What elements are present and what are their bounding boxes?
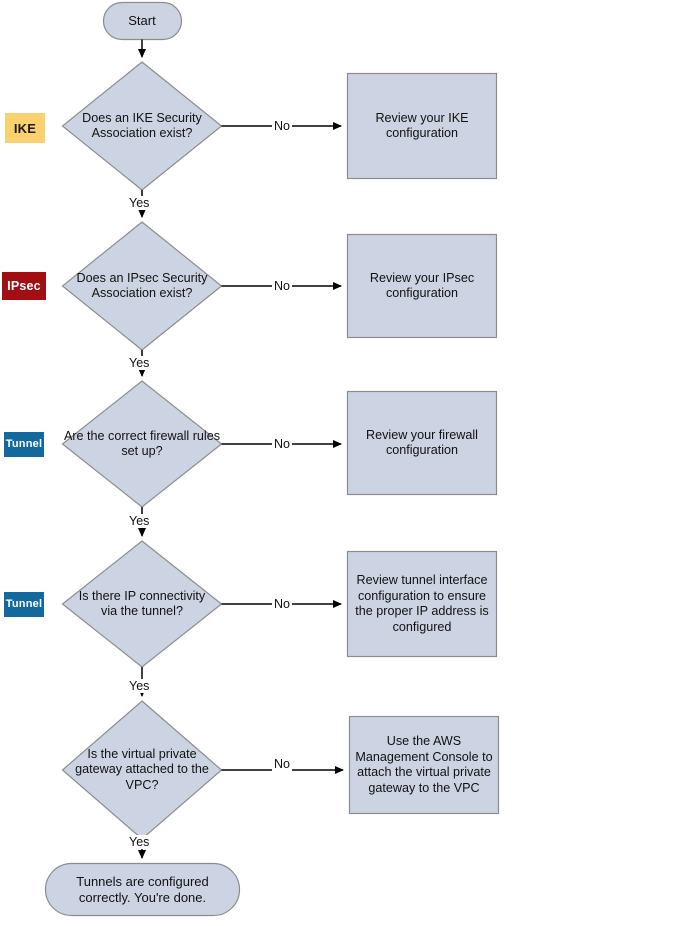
edge-label-yes-2: Yes <box>127 356 152 370</box>
stage-badge-tunnel-1: Tunnel <box>4 432 44 457</box>
node-process5-shape <box>348 715 500 815</box>
stage-badge-ipsec-label: IPsec <box>7 278 41 293</box>
stage-badge-ike-label: IKE <box>13 120 37 136</box>
edge-label-yes-4: Yes <box>127 679 152 693</box>
node-end-shape <box>44 862 241 917</box>
edge-label-no-3: No <box>272 437 292 451</box>
edge-label-yes-1-text: Yes <box>129 196 150 210</box>
node-start-shape <box>102 1 183 41</box>
edge-label-yes-2-text: Yes <box>129 356 150 370</box>
edge-label-no-5: No <box>272 757 292 771</box>
edge-label-no-1: No <box>272 119 292 133</box>
node-decision4-shape <box>61 540 223 668</box>
stage-badge-tunnel-1-label: Tunnel <box>5 438 43 450</box>
node-process4-shape <box>346 550 498 658</box>
edge-label-yes-3-text: Yes <box>129 514 150 528</box>
node-decision2-shape <box>61 221 223 351</box>
edge-label-yes-1: Yes <box>127 196 152 210</box>
node-process3-shape <box>346 390 498 496</box>
edge-label-yes-5: Yes <box>127 835 152 849</box>
edge-label-no-2-text: No <box>274 279 290 293</box>
node-process2-shape <box>346 233 498 339</box>
edge-label-yes-3: Yes <box>127 514 152 528</box>
edge-label-yes-5-text: Yes <box>129 835 150 849</box>
stage-badge-ike: IKE <box>5 113 45 143</box>
node-decision3-shape <box>61 380 223 508</box>
node-process1-shape <box>346 72 498 180</box>
stage-badge-tunnel-2-label: Tunnel <box>5 598 43 610</box>
stage-badge-ipsec: IPsec <box>2 272 46 300</box>
edge-label-yes-4-text: Yes <box>129 679 150 693</box>
edge-label-no-5-text: No <box>274 757 290 771</box>
edge-label-no-2: No <box>272 279 292 293</box>
node-decision5-shape <box>61 700 223 840</box>
edge-label-no-1-text: No <box>274 119 290 133</box>
stage-badge-tunnel-2: Tunnel <box>4 592 44 617</box>
edge-label-no-4-text: No <box>274 597 290 611</box>
node-decision1-shape <box>61 61 223 191</box>
edge-label-no-3-text: No <box>274 437 290 451</box>
edge-label-no-4: No <box>272 597 292 611</box>
